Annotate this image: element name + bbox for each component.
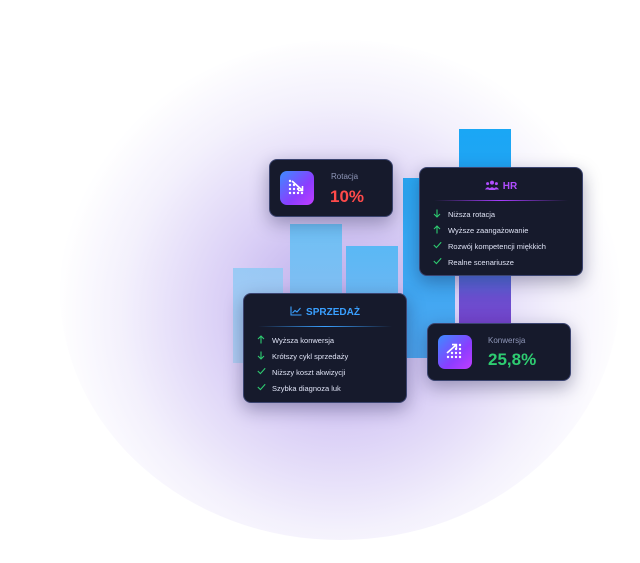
hr-card-header: HR [420, 180, 582, 193]
sales-benefit-item: Niższy koszt akwizycji [256, 364, 398, 380]
hr-benefit-item: Rozwój kompetencji miękkich [432, 238, 574, 254]
hr-benefit-item: Wyższe zaangażowanie [432, 222, 574, 238]
sales-card-header: SPRZEDAŻ [244, 306, 406, 319]
sales-card: SPRZEDAŻ Wyższa konwersja Krótszy cykl s… [243, 293, 407, 403]
kpi-rotation-card: Rotacja 10% [269, 159, 393, 217]
arrow-down-icon [256, 351, 266, 362]
people-group-icon [484, 180, 499, 193]
hr-benefit-item: Niższa rotacja [432, 206, 574, 222]
sales-benefits-list: Wyższa konwersja Krótszy cykl sprzedaży … [256, 332, 398, 396]
hr-benefit-label: Wyższe zaangażowanie [448, 225, 529, 235]
kpi-conversion-label: Konwersja [488, 336, 526, 345]
check-icon [432, 257, 442, 267]
sales-benefit-label: Szybka diagnoza luk [272, 383, 341, 393]
hr-card: HR Niższa rotacja Wyższe zaangażowanie R… [419, 167, 583, 276]
kpi-conversion-value: 25,8% [488, 350, 537, 369]
sales-benefit-item: Krótszy cykl sprzedaży [256, 348, 398, 364]
sales-benefit-label: Wyższa konwersja [272, 335, 335, 345]
sales-card-divider [258, 326, 392, 327]
arrow-up-icon [432, 224, 442, 236]
hr-benefit-label: Realne scenariusze [448, 257, 514, 267]
kpi-conversion-card: Konwersja 25,8% [427, 323, 571, 381]
hr-benefit-item: Realne scenariusze [432, 254, 574, 270]
hr-benefit-label: Rozwój kompetencji miękkich [448, 241, 546, 251]
arrow-up-icon [256, 334, 266, 346]
sales-benefit-item: Szybka diagnoza luk [256, 380, 398, 396]
hr-benefits-list: Niższa rotacja Wyższe zaangażowanie Rozw… [432, 206, 574, 270]
hr-benefit-label: Niższa rotacja [448, 209, 496, 219]
check-icon [256, 383, 266, 393]
check-icon [432, 241, 442, 251]
sales-benefit-label: Niższy koszt akwizycji [272, 367, 346, 377]
kpi-rotation-value: 10% [330, 187, 365, 206]
arrow-down-icon [432, 209, 442, 220]
sales-benefit-label: Krótszy cykl sprzedaży [272, 351, 349, 361]
trend-up-dots-icon [438, 335, 472, 369]
check-icon [256, 367, 266, 377]
line-chart-icon [290, 306, 302, 319]
hr-card-title: HR [502, 181, 518, 193]
kpi-rotation-label: Rotacja [331, 172, 359, 181]
sales-card-title: SPRZEDAŻ [306, 307, 360, 319]
sales-benefit-item: Wyższa konwersja [256, 332, 398, 348]
trend-down-dots-icon [280, 171, 314, 205]
hr-card-divider [434, 200, 568, 201]
